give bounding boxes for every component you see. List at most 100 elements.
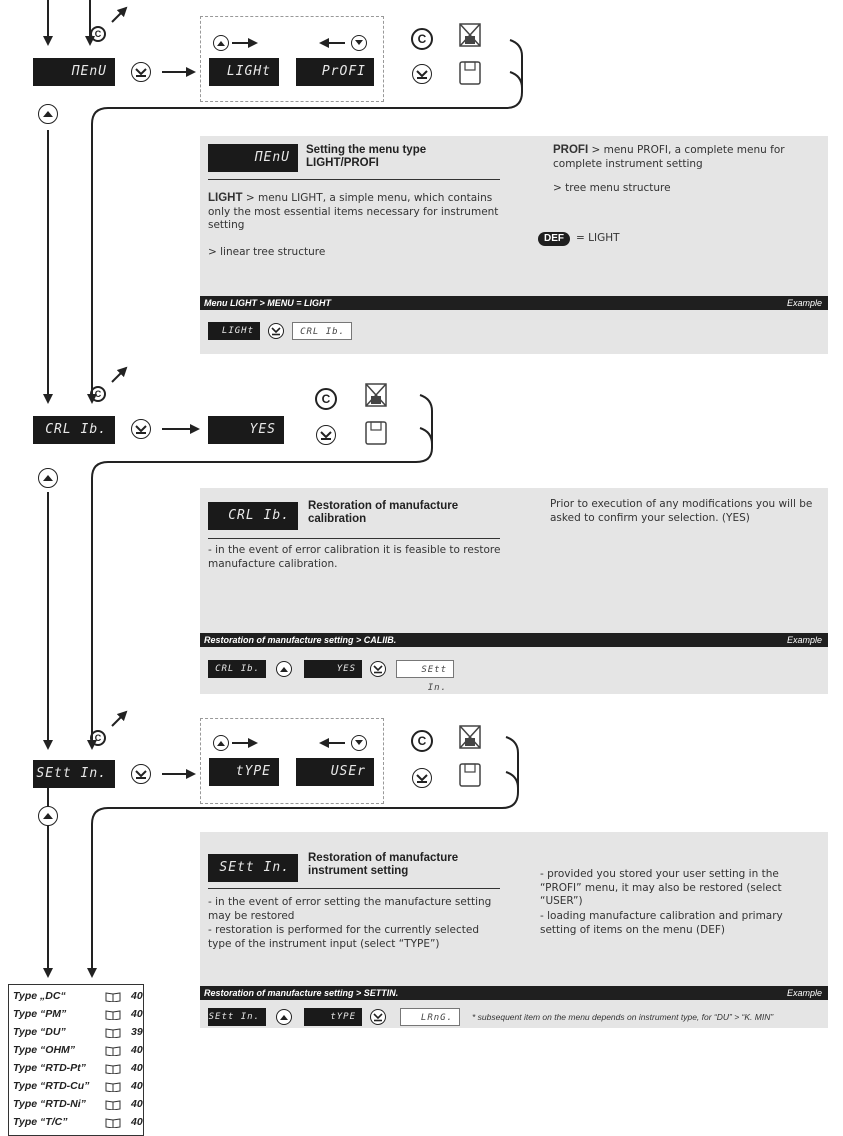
chevron-down-icon — [416, 70, 428, 79]
type-list-item[interactable]: Type “RTD-Cu” 40 — [13, 1079, 143, 1094]
up-key[interactable] — [38, 468, 58, 488]
triangle-down-icon — [355, 740, 363, 745]
book-icon — [105, 1082, 121, 1092]
enter-down-key[interactable] — [131, 764, 151, 784]
c-key-small[interactable]: C — [90, 730, 106, 746]
up-key-small[interactable] — [213, 35, 229, 51]
panel-calibration: CRL Ib. Restoration of manufacture calib… — [200, 488, 828, 694]
chevron-down-icon — [271, 327, 281, 336]
display-yes: YES — [208, 416, 284, 444]
example-enter-key — [370, 1009, 386, 1025]
page-number: 40 — [131, 1008, 143, 1020]
type-list-item[interactable]: Type “OHM”40 — [13, 1043, 143, 1058]
type-name: Type „DC“ — [13, 990, 66, 1002]
up-key[interactable] — [38, 806, 58, 826]
def-value: = LIGHT — [576, 232, 620, 244]
display-user: USEr — [296, 758, 374, 786]
page-number: 40 — [131, 1080, 143, 1092]
type-list-item[interactable]: Type “PM”40 — [13, 1007, 143, 1022]
example-enter-key — [370, 661, 386, 677]
panel-display-settin: SEtt In. — [208, 854, 298, 882]
type-list-item[interactable]: Type “RTD-Ni”40 — [13, 1097, 143, 1112]
panel-display-calib: CRL Ib. — [208, 502, 298, 530]
chevron-down-icon — [373, 1013, 383, 1022]
type-name: Type “RTD-Cu” — [13, 1080, 90, 1092]
example-up-key — [276, 1009, 292, 1025]
page-number: 40 — [131, 1098, 143, 1110]
page-number: 40 — [131, 1062, 143, 1074]
display-light: LIGHt — [209, 58, 279, 86]
example-display-settin: SEtt In. — [208, 1008, 266, 1026]
chevron-down-icon — [135, 770, 147, 779]
example-display-calib: CRL Ib. — [208, 660, 266, 678]
display-menu: ΠΕnU — [33, 58, 115, 86]
enter-key[interactable] — [412, 64, 432, 84]
book-icon — [105, 1046, 121, 1056]
footnote: * subsequent item on the menu depends on… — [472, 1012, 774, 1022]
profi-desc: PROFI > menu PROFI, a complete menu for … — [553, 144, 785, 170]
display-calib: CRL Ib. — [33, 416, 115, 444]
type-name: Type “DU” — [13, 1026, 66, 1038]
example-bar: Restoration of manufacture setting > CAL… — [200, 633, 828, 647]
type-name: Type “T/C” — [13, 1116, 68, 1128]
c-key-small[interactable]: C — [90, 386, 106, 402]
enter-down-key[interactable] — [131, 419, 151, 439]
example-bar: Restoration of manufacture setting > SET… — [200, 986, 828, 1000]
enter-down-key[interactable] — [131, 62, 151, 82]
save-icon — [459, 763, 481, 787]
chevron-down-icon — [135, 425, 147, 434]
example-display-calib: CRL Ib. — [292, 322, 352, 340]
panel-menu-type: ΠΕnU Setting the menu type LIGHT/PROFI L… — [200, 136, 828, 354]
page-number: 40 — [131, 1116, 143, 1128]
example-display-light: LIGHt — [208, 322, 260, 340]
display-type: tYPE — [209, 758, 279, 786]
down-key-small[interactable] — [351, 35, 367, 51]
c-key-small[interactable]: C — [90, 26, 106, 42]
settin-left-2: - restoration is performed for the curre… — [208, 924, 480, 950]
light-sub: > linear tree structure — [208, 246, 326, 258]
example-display-yes: YES — [304, 660, 362, 678]
chevron-down-icon — [373, 665, 383, 674]
type-list-item[interactable]: Type “DU” 39 — [13, 1025, 143, 1040]
type-name: Type “RTD-Pt” — [13, 1062, 86, 1074]
menu-options-box — [200, 16, 384, 102]
panel-title: Setting the menu type LIGHT/PROFI — [306, 144, 427, 169]
chevron-down-icon — [416, 774, 428, 783]
up-key[interactable] — [38, 104, 58, 124]
display-profi: PrOFI — [296, 58, 374, 86]
chevron-down-icon — [320, 431, 332, 440]
enter-key[interactable] — [412, 768, 432, 788]
book-icon — [105, 992, 121, 1002]
triangle-up-icon — [43, 111, 53, 117]
cancel-c-key[interactable]: C — [411, 730, 433, 752]
book-icon — [105, 1100, 121, 1110]
cancel-c-key[interactable]: C — [411, 28, 433, 50]
settin-right-1: - provided you stored your user setting … — [540, 868, 782, 907]
book-icon — [105, 1064, 121, 1074]
example-display-lang: LRnG. — [400, 1008, 460, 1026]
triangle-up-icon — [280, 667, 288, 672]
down-key-small[interactable] — [351, 735, 367, 751]
def-badge: DEF — [538, 232, 570, 246]
triangle-up-icon — [217, 741, 225, 746]
example-display-settin: SEtt In. — [396, 660, 454, 693]
cancel-c-key[interactable]: C — [315, 388, 337, 410]
type-list-item[interactable]: Type “T/C” 40 — [13, 1115, 143, 1130]
display-settin: SEtt In. — [33, 760, 115, 788]
triangle-up-icon — [43, 813, 53, 819]
enter-key[interactable] — [316, 425, 336, 445]
calib-confirm: Prior to execution of any modifications … — [550, 498, 813, 524]
up-key-small[interactable] — [213, 735, 229, 751]
type-list-item[interactable]: Type „DC“ 40 — [13, 989, 143, 1004]
type-list-item[interactable]: Type “RTD-Pt” 40 — [13, 1061, 143, 1076]
panel-display-menu: ΠΕnU — [208, 144, 298, 172]
light-desc: LIGHT > menu LIGHT, a simple menu, which… — [208, 192, 499, 231]
triangle-up-icon — [43, 475, 53, 481]
page-number: 39 — [131, 1026, 143, 1038]
example-display-type: tYPE — [304, 1008, 362, 1026]
page-number: 40 — [131, 990, 143, 1002]
panel-settin: SEtt In. Restoration of manufacture inst… — [200, 832, 828, 1028]
